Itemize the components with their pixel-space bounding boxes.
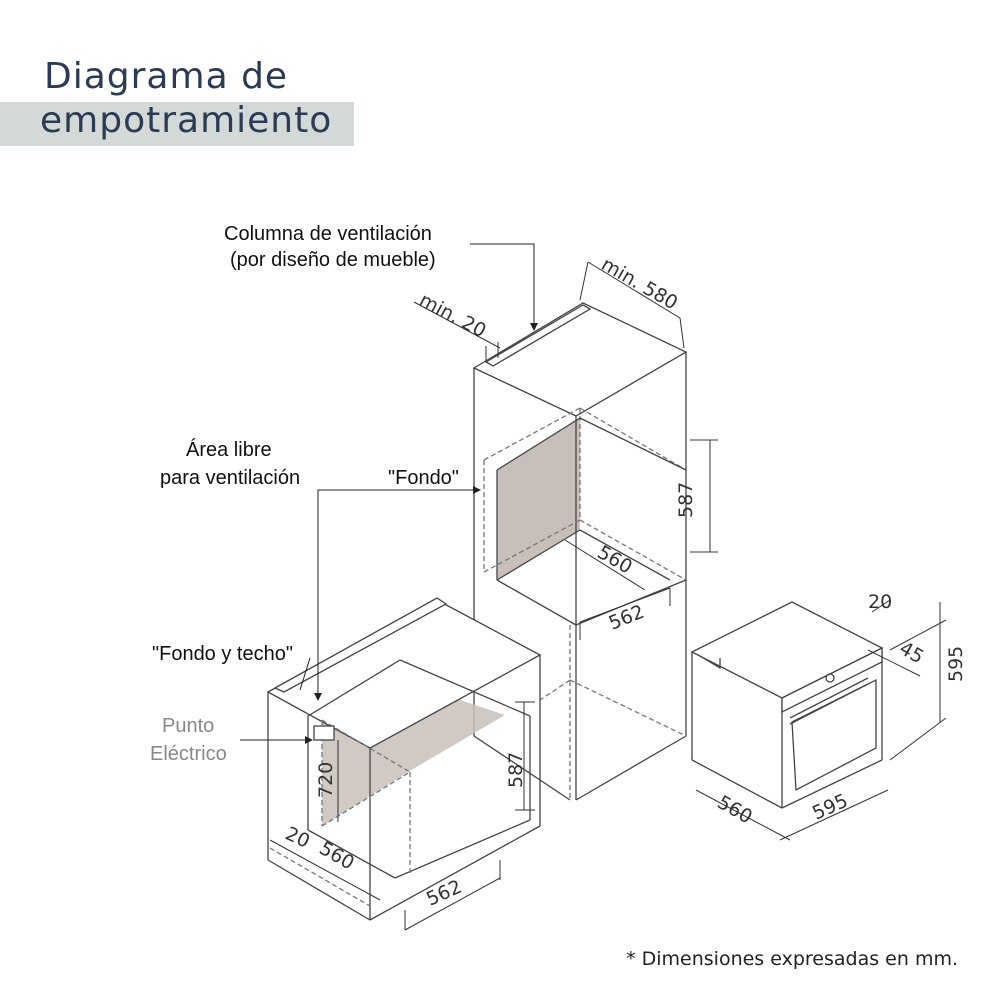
page-title: Diagrama de	[44, 56, 289, 97]
vent-column-label-line1: Columna de ventilación	[224, 223, 432, 245]
oven-width-label: 595	[809, 790, 851, 825]
tall-outer-width-label: 562	[606, 601, 648, 635]
under-dimension-lines	[269, 701, 535, 931]
tall-min-gap-label: min. 20	[416, 289, 490, 342]
oven-height-label: 595	[945, 646, 967, 682]
free-area-label-line2: para ventilación	[160, 467, 300, 489]
punto-electrico-label-line1: Punto	[162, 715, 214, 737]
tall-column-unit	[472, 302, 688, 801]
page-subtitle: empotramiento	[40, 100, 333, 141]
fondo-techo-label: "Fondo y techo"	[152, 643, 293, 665]
oven-dimension-lines	[695, 599, 947, 841]
fondo-label: "Fondo"	[388, 467, 459, 489]
electric-socket-icon	[313, 725, 335, 741]
punto-electrico-label-line2: Eléctrico	[150, 743, 227, 765]
vent-column-label-line2: (por diseño de mueble)	[230, 249, 436, 271]
under-outer-width-label: 562	[423, 876, 465, 911]
tall-height-label: 587	[675, 482, 697, 518]
title-band	[0, 102, 354, 146]
tall-inner-width-label: 560	[594, 541, 636, 578]
under-counter-unit	[266, 597, 542, 921]
tall-min-depth-label: min. 580	[598, 253, 682, 314]
tall-back-panel	[497, 418, 580, 580]
free-area-label-line1: Área libre	[186, 438, 272, 461]
under-inner-width-label: 560	[316, 837, 358, 874]
oven-unit	[690, 601, 884, 809]
footnote: * Dimensiones expresadas en mm.	[626, 948, 958, 970]
tall-dimension-lines	[413, 261, 718, 640]
callout-lines	[240, 243, 538, 744]
oven-door-label: 45	[896, 637, 928, 668]
under-height-label: 587	[505, 752, 527, 788]
under-height720-label: 720	[315, 762, 337, 798]
oven-top-label: 20	[868, 591, 892, 613]
oven-depth-label: 560	[714, 791, 756, 828]
